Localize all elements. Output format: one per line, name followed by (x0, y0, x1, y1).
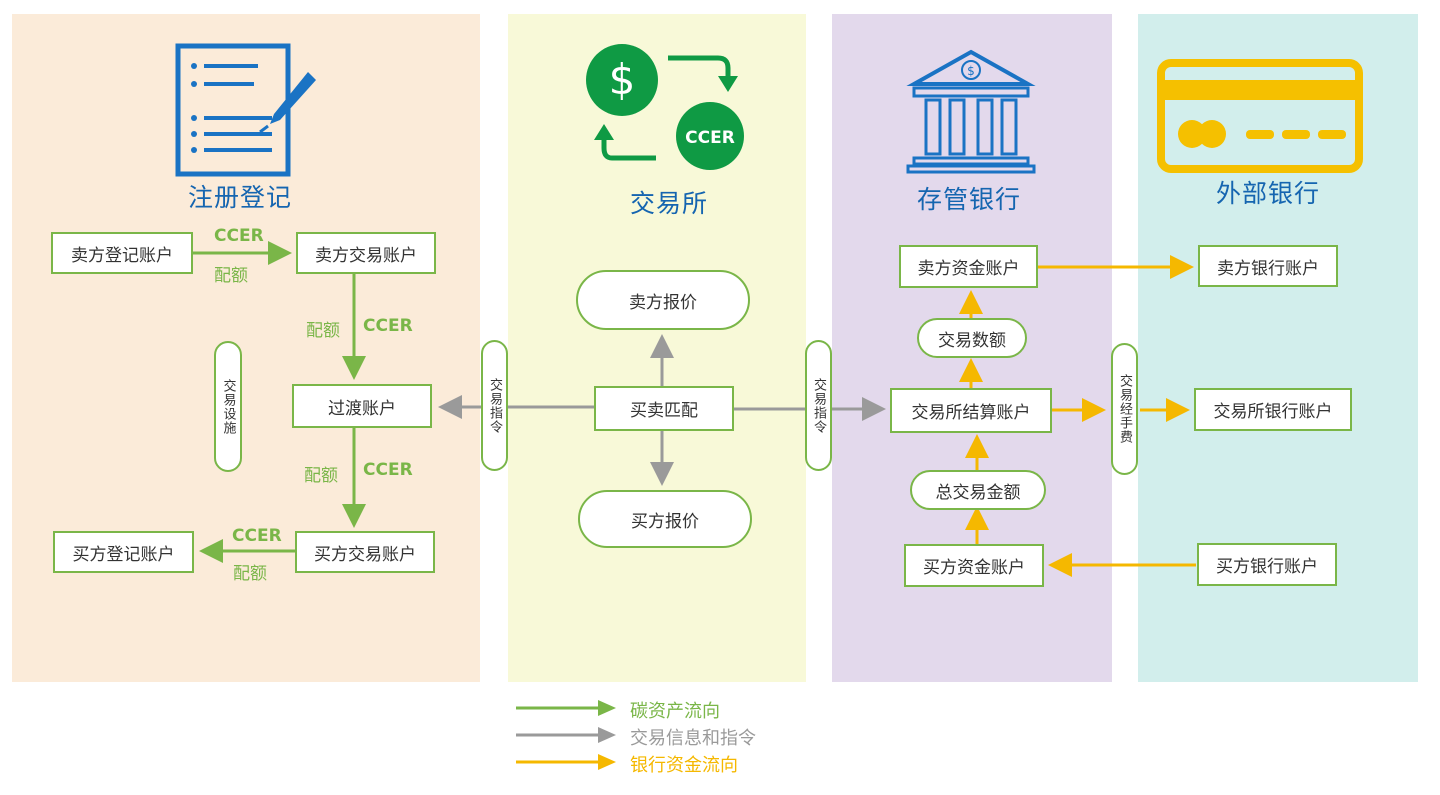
external-bank-title: 外部银行 (1215, 179, 1321, 208)
bank-building-icon: $ (906, 49, 1036, 174)
trading-facility-label: 交易设施 (214, 341, 242, 472)
registry-title: 注册登记 (187, 183, 293, 212)
ccer-label-mid2: CCER (363, 460, 413, 480)
legend-trade-info: 交易信息和指令 (630, 728, 756, 749)
buyer-trading-account: 买方交易账户 (295, 531, 435, 573)
ccer-label-bottom: CCER (232, 526, 282, 546)
dollar-glyph: $ (609, 55, 636, 104)
seller-registry-account: 卖方登记账户 (51, 232, 193, 274)
ccer-label-mid1: CCER (363, 316, 413, 336)
legend-carbon-flow: 碳资产流向 (630, 701, 720, 722)
buyer-fund-account: 买方资金账户 (904, 544, 1044, 587)
buyer-bank-account: 买方银行账户 (1197, 543, 1337, 586)
bank-card-icon (1157, 59, 1363, 173)
trade-amount: 交易数额 (917, 318, 1027, 358)
seller-fund-account: 卖方资金账户 (899, 245, 1038, 288)
currency-exchange-icon: $ CCER (586, 44, 744, 170)
quota-label-bottom: 配额 (233, 564, 267, 584)
quota-label-mid1: 配额 (306, 321, 340, 341)
seller-trading-account: 卖方交易账户 (296, 232, 436, 274)
transition-account: 过渡账户 (292, 384, 432, 428)
trading-instruction-right: 交易指令 (805, 340, 832, 471)
total-trade-amount: 总交易金额 (910, 470, 1046, 510)
quota-label-top: 配额 (214, 266, 248, 286)
buy-sell-matching: 买卖匹配 (594, 386, 734, 431)
document-pen-icon (175, 43, 316, 177)
trading-fee-label: 交易经手费 (1111, 343, 1138, 475)
exchange-bank-account: 交易所银行账户 (1194, 388, 1352, 431)
legend-bank-funds: 银行资金流向 (630, 755, 738, 776)
buyer-registry-account: 买方登记账户 (53, 531, 194, 573)
seller-bank-account: 卖方银行账户 (1198, 245, 1338, 287)
seller-quote: 卖方报价 (576, 270, 750, 330)
exchange-settlement-account: 交易所结算账户 (890, 388, 1052, 433)
buyer-quote: 买方报价 (578, 490, 752, 548)
custodian-title: 存管银行 (916, 185, 1022, 214)
ccer-glyph: CCER (685, 128, 735, 148)
trading-instruction-left: 交易指令 (481, 340, 508, 471)
ccer-label-top: CCER (214, 226, 264, 246)
svg-text:$: $ (967, 64, 975, 78)
quota-label-mid2: 配额 (304, 466, 338, 486)
exchange-title: 交易所 (629, 189, 709, 218)
